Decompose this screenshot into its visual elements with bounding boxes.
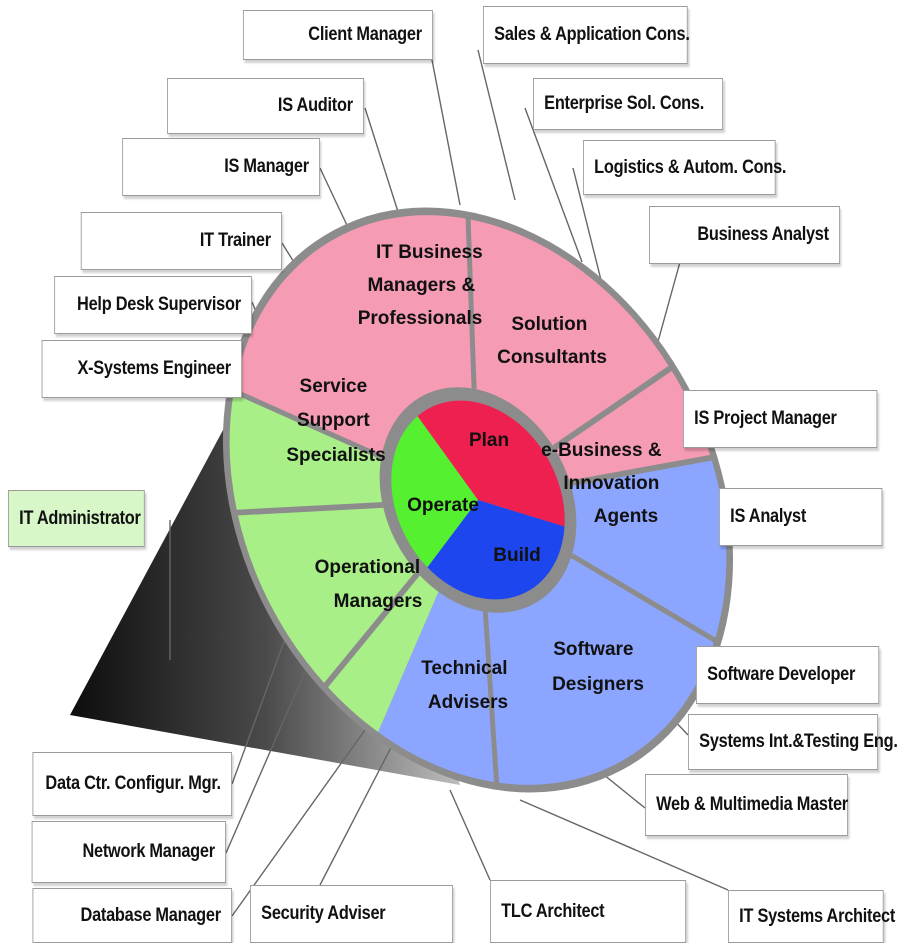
sector-service-support	[229, 391, 383, 513]
role-it-systems-architect: IT Systems Architect	[728, 890, 895, 943]
sector-ebusiness-agents	[570, 457, 727, 641]
role-sales-application-cons: Sales & Application Cons.	[483, 6, 690, 64]
role-help-desk-supervisor: Help Desk Supervisor	[54, 276, 252, 334]
sector-dividers	[230, 214, 719, 787]
core-label-operate: Operate	[407, 495, 479, 516]
role-data-ctr-configur-mgr: Data Ctr. Configur. Mgr.	[32, 752, 232, 816]
sector-solution-consultants	[468, 219, 671, 448]
sector-divider	[233, 502, 384, 516]
role-business-analyst: Business Analyst	[649, 206, 840, 264]
sector-divider	[465, 214, 477, 390]
core-label-build: Build	[493, 545, 541, 566]
core-build	[427, 500, 565, 600]
role-database-manager: Database Manager	[32, 888, 232, 943]
sector-operational-managers	[237, 504, 418, 686]
segment-label-software-designers: Software Designers	[552, 639, 644, 695]
role-enterprise-sol-cons: Enterprise Sol. Cons.	[533, 78, 724, 130]
segment-label-it-business: IT Business Managers & Professionals	[358, 242, 488, 329]
sector-it-business-managers	[233, 215, 475, 457]
sector-divider	[569, 454, 715, 487]
role-logistics-autom-cons: Logistics & Autom. Cons.	[583, 140, 786, 195]
role-is-manager: IS Manager	[122, 138, 320, 196]
role-systems-int-testing-eng: Systems Int.&Testing Eng.	[688, 714, 898, 770]
core-operate	[391, 416, 478, 568]
sector-divider	[230, 386, 382, 460]
segment-label-technical-advisers: Technical Advisers	[421, 658, 513, 713]
core-plan	[417, 400, 565, 527]
sector-ebusiness-pink	[554, 368, 711, 484]
segment-label-solution-consultants: Solution Consultants	[497, 314, 607, 368]
wheel	[222, 207, 734, 793]
role-tlc-architect: TLC Architect	[490, 880, 687, 943]
sector-software-designers	[485, 555, 715, 785]
role-network-manager: Network Manager	[31, 821, 226, 883]
role-x-systems-engineer: X-Systems Engineer	[41, 340, 242, 398]
segment-label-operational-managers: Operational Managers	[315, 557, 426, 612]
role-it-administrator: IT Administrator	[8, 490, 145, 547]
role-it-trainer: IT Trainer	[80, 212, 282, 270]
role-is-auditor: IS Auditor	[167, 78, 364, 134]
segment-label-service-support: Service Support Specialists	[286, 376, 385, 466]
core-label-plan: Plan	[469, 430, 509, 451]
role-security-adviser: Security Adviser	[250, 885, 453, 943]
role-web-multimedia-master: Web & Multimedia Master	[645, 774, 848, 836]
sector-divider	[482, 611, 500, 787]
segment-label-ebusiness: e-Business & Innovation Agents	[541, 440, 667, 527]
role-is-project-manager: IS Project Manager	[683, 390, 878, 448]
sector-divider	[552, 364, 675, 451]
role-client-manager: Client Manager	[242, 10, 433, 60]
sector-technical-advisers-green	[326, 573, 439, 732]
role-software-developer: Software Developer	[696, 646, 880, 704]
role-is-analyst: IS Analyst	[719, 488, 883, 546]
sector-divider	[322, 571, 420, 690]
sector-technical-advisers-blue	[378, 591, 497, 783]
sector-divider	[570, 553, 719, 645]
